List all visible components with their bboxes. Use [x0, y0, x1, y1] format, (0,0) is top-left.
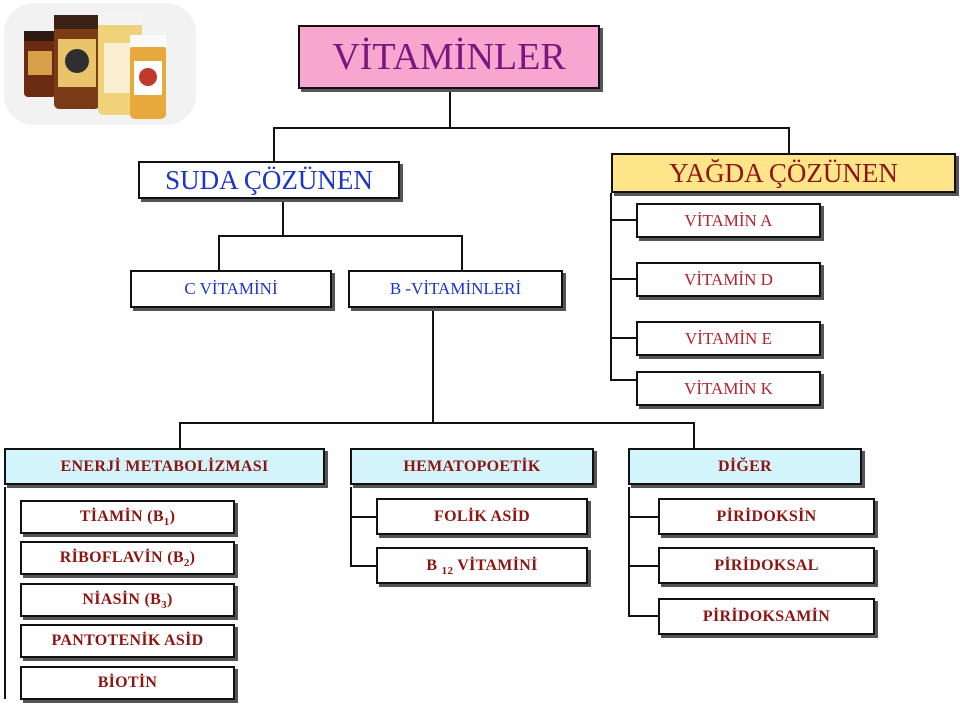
other-item-node: PİRİDOKSAL — [658, 547, 875, 584]
c-vitamin-label: C VİTAMİNİ — [184, 279, 278, 298]
connector-line — [432, 307, 434, 423]
vitamin-bottles-picture — [4, 3, 196, 125]
hemato-item-label: FOLİK ASİD — [434, 507, 530, 525]
energy-item-node: TİAMİN (B1) — [20, 500, 235, 534]
connector-line — [610, 219, 636, 221]
energy-item-label: NİASİN (B3) — [82, 591, 173, 612]
fat-vitamin-node: VİTAMİN A — [636, 203, 821, 238]
energy-item-node: BİOTİN — [20, 666, 235, 700]
connector-line — [273, 127, 790, 129]
subscript: 12 — [441, 564, 454, 577]
connector-line — [628, 565, 658, 567]
fat-soluble-label: YAĞDA ÇÖZÜNEN — [669, 157, 898, 188]
page-title-text: VİTAMİNLER — [332, 36, 566, 78]
subscript: 1 — [163, 516, 170, 529]
energy-item-label: RİBOFLAVİN (B2) — [59, 549, 196, 570]
connector-line — [218, 235, 220, 270]
fat-vitamin-node: VİTAMİN D — [636, 262, 821, 297]
energy-item-node: PANTOTENİK ASİD — [20, 624, 235, 658]
connector-line — [788, 127, 790, 153]
connector-line — [610, 379, 636, 381]
other-item-node: PİRİDOKSİN — [658, 498, 875, 535]
other-item-label: PİRİDOKSAMİN — [702, 607, 831, 625]
connector-line — [461, 235, 463, 270]
fat-vitamin-label: VİTAMİN K — [684, 378, 773, 398]
connector-line — [350, 487, 352, 567]
fat-vitamin-node: VİTAMİN K — [636, 371, 821, 406]
connector-line — [693, 422, 695, 448]
other-item-node: PİRİDOKSAMİN — [658, 598, 875, 635]
connector-line — [4, 487, 6, 699]
c-vitamin-node: C VİTAMİNİ — [130, 270, 332, 308]
b-vitamins-node: B -VİTAMİNLERİ — [348, 270, 563, 308]
fat-vitamin-label: VİTAMİN E — [685, 328, 772, 348]
other-node: DİĞER — [628, 448, 862, 485]
fat-soluble-node: YAĞDA ÇÖZÜNEN — [611, 153, 956, 193]
hemato-item-node: FOLİK ASİD — [376, 498, 588, 535]
connector-line — [610, 278, 636, 280]
other-item-label: PİRİDOKSAL — [714, 556, 819, 574]
connector-line — [218, 235, 463, 237]
energy-item-label: TİAMİN (B1) — [79, 508, 176, 529]
water-soluble-label: SUDA ÇÖZÜNEN — [165, 164, 373, 195]
connector-line — [628, 615, 658, 617]
other-item-label: PİRİDOKSİN — [716, 507, 817, 525]
connector-line — [179, 422, 695, 424]
energy-item-label: BİOTİN — [97, 674, 158, 691]
subscript: 2 — [183, 557, 190, 570]
connector-line — [610, 337, 636, 339]
b-vitamins-label: B -VİTAMİNLERİ — [389, 279, 522, 298]
energy-item-node: RİBOFLAVİN (B2) — [20, 541, 235, 575]
fat-vitamin-label: VİTAMİN A — [684, 210, 773, 230]
subscript: 3 — [161, 599, 167, 612]
hemato-item-label: B 12 VİTAMİNİ — [426, 556, 538, 577]
energy-metabolism-label: ENERJİ METABOLİZMASI — [60, 457, 269, 475]
hematopoietic-node: HEMATOPOETİK — [350, 448, 594, 485]
energy-item-label: PANTOTENİK ASİD — [51, 632, 204, 649]
connector-line — [273, 127, 275, 161]
connector-line — [282, 198, 284, 236]
fat-vitamin-node: VİTAMİN E — [636, 321, 821, 356]
connector-line — [350, 565, 376, 567]
connector-line — [628, 516, 658, 518]
connector-line — [610, 193, 612, 381]
page-title: VİTAMİNLER — [298, 25, 600, 89]
connector-line — [628, 487, 630, 617]
other-label: DİĞER — [718, 457, 772, 475]
hemato-item-node: B 12 VİTAMİNİ — [376, 547, 588, 584]
connector-line — [179, 422, 181, 448]
connector-line — [350, 516, 376, 518]
fat-vitamin-label: VİTAMİN D — [684, 269, 773, 289]
water-soluble-node: SUDA ÇÖZÜNEN — [138, 161, 400, 199]
energy-item-node: NİASİN (B3) — [20, 583, 235, 617]
connector-line — [449, 88, 451, 128]
hematopoietic-label: HEMATOPOETİK — [403, 457, 541, 475]
energy-metabolism-node: ENERJİ METABOLİZMASI — [4, 448, 325, 485]
